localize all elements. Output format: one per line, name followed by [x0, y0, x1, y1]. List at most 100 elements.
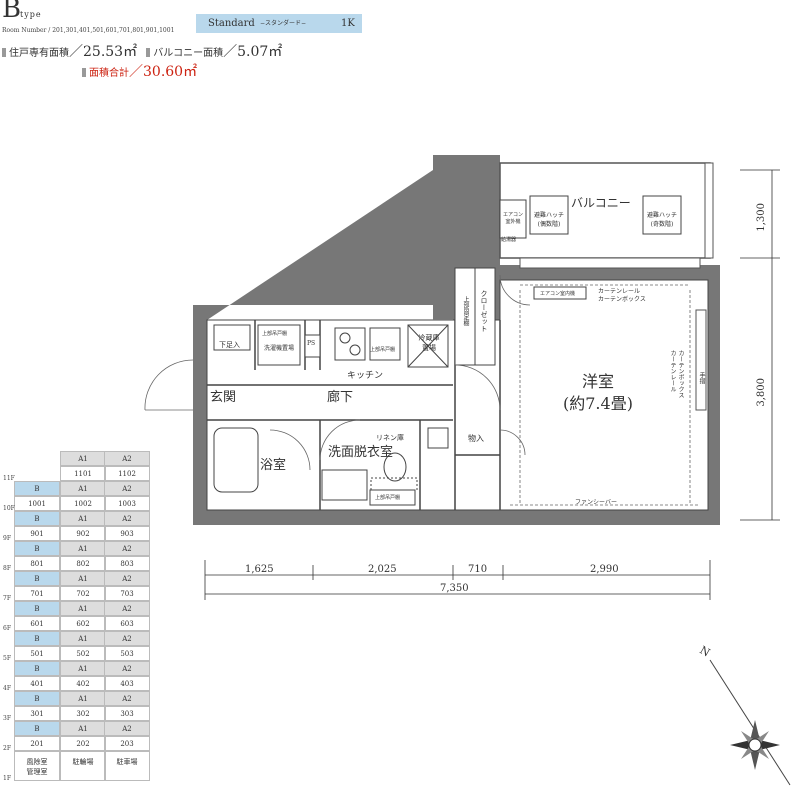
type-word: type [20, 10, 42, 19]
floor-type-cell: A2 [104, 481, 150, 496]
private-area-label: 住戸専有面積 [9, 48, 69, 59]
total-label: 面積合計 [89, 68, 129, 79]
floor-type-cell: A2 [104, 541, 150, 556]
floor-room-cell: 1102 [104, 466, 150, 481]
label-storage: 物入 [468, 434, 484, 443]
floor-type-cell: A1 [60, 481, 106, 496]
label-hatch-odd: 避難ハッチ(奇数階) [646, 212, 677, 228]
label-fancy-bar: ファンシーバー [575, 499, 617, 506]
floor-room-cell: 602 [60, 616, 106, 631]
floor-room-cell: 802 [60, 556, 106, 571]
floor-label: 4F [3, 685, 11, 692]
dimension-lines [204, 169, 780, 600]
floor-room-cell: 402 [60, 676, 106, 691]
label-linen: リネン庫 [376, 434, 404, 442]
floor-type-cell: A2 [104, 571, 150, 586]
floor-room-cell: 601 [14, 616, 60, 631]
floor-type-cell: B [14, 541, 60, 556]
label-upper-fixed-shelf: 上部固定棚 [462, 296, 469, 326]
label-bath: 浴室 [260, 458, 287, 473]
label-handrail: 手摺 [698, 372, 705, 384]
floor-type-cell: A2 [104, 601, 150, 616]
dim-1: 1,625 [245, 564, 274, 575]
dim-3: 710 [468, 564, 488, 575]
type-letter: B [2, 0, 22, 24]
floor-type-cell: A2 [104, 721, 150, 736]
label-corridor: 廊下 [327, 390, 354, 405]
label-curtain-rail: カーテンレール [598, 288, 641, 295]
floor-label: 2F [3, 745, 11, 752]
floor-room-cell: 303 [104, 706, 150, 721]
total-value: ／30.60㎡ [129, 64, 198, 80]
floor-room-cell: 803 [104, 556, 150, 571]
floor-type-cell: A1 [60, 541, 106, 556]
label-upper-shelf: 上部吊戸棚 [370, 347, 396, 353]
floor-type-cell: A2 [104, 631, 150, 646]
floor-type-cell: B [14, 721, 60, 736]
balcony-value: ／5.07㎡ [223, 44, 283, 60]
label-hatch-even: 避難ハッチ(偶数階) [533, 212, 564, 228]
floor-type-cell: B [14, 481, 60, 496]
floor-room-cell: 702 [60, 586, 106, 601]
label-shoes: 下足入 [219, 341, 240, 349]
floor-room-cell: 駐輪場 [60, 751, 106, 781]
floor-type-cell: B [14, 601, 60, 616]
label-ac-outdoor: エアコン室外機 [502, 212, 523, 225]
floor-label: 9F [3, 535, 11, 542]
floor-room-cell: 503 [104, 646, 150, 661]
floor-label: 8F [3, 565, 11, 572]
floor-room-cell: 701 [14, 586, 60, 601]
plan-badge: Standard −スタンダード− 1K [196, 14, 362, 33]
label-ps: PS [307, 340, 316, 347]
floor-room-cell: 202 [60, 736, 106, 751]
floor-room-cell: 903 [104, 526, 150, 541]
floor-room-cell: 501 [14, 646, 60, 661]
floor-type-cell: A1 [60, 571, 106, 586]
floor-room-cell: 1002 [60, 496, 106, 511]
floor-room-cell: 203 [104, 736, 150, 751]
floor-type-cell: A1 [60, 601, 106, 616]
compass [709, 659, 791, 786]
label-washroom: 洗面脱衣室 [328, 445, 394, 460]
floor-type-cell: B [14, 631, 60, 646]
label-upper-cabinet: 上部吊戸棚 [262, 331, 288, 337]
floor-type-cell: A2 [104, 511, 150, 526]
label-upper-cabinet-wash: 上部吊戸棚 [375, 495, 401, 501]
label-curtain-box-v: カーテンボックス [677, 350, 684, 398]
label-washer: 洗濯機置場 [264, 345, 295, 352]
floor-room-cell: 駐車場 [104, 751, 150, 781]
floor-type-cell: A1 [60, 631, 106, 646]
floor-type-cell: B [14, 691, 60, 706]
area-row: 住戸専有面積／25.53㎡ バルコニー面積／5.07㎡ [2, 41, 282, 61]
dim-2: 2,025 [368, 564, 397, 575]
floor-room-cell: 401 [14, 676, 60, 691]
label-fridge: 冷蔵庫置場 [418, 334, 440, 352]
floor-type-cell: A1 [60, 691, 106, 706]
floor-label: 11F [3, 475, 15, 482]
floor-type-cell: A1 [60, 511, 106, 526]
floor-room-cell: 901 [14, 526, 60, 541]
floor-type-cell: A1 [60, 451, 106, 466]
label-water-heater: 給湯器 [501, 237, 517, 243]
floor-type-cell: A2 [104, 661, 150, 676]
label-curtain-rail-v: カーテンレール [669, 350, 676, 392]
floor-room-cell: 301 [14, 706, 60, 721]
floor-label: 1F [3, 775, 11, 782]
floor-type-cell: A2 [104, 451, 150, 466]
floor-label: 7F [3, 595, 11, 602]
floor-room-cell: 703 [104, 586, 150, 601]
floor-label: 6F [3, 625, 11, 632]
label-balcony: バルコニー [571, 196, 631, 210]
floor-room-cell: 1001 [14, 496, 60, 511]
total-row: 面積合計／30.60㎡ [82, 61, 197, 81]
label-ac-indoor: エアコン室内機 [540, 291, 576, 297]
floor-room-cell: 603 [104, 616, 150, 631]
plan-sub: −スタンダード− [260, 20, 307, 27]
plan-name: Standard [208, 18, 255, 29]
floor-room-cell: 1003 [104, 496, 150, 511]
dim-4: 2,990 [590, 564, 619, 575]
floor-room-cell: 201 [14, 736, 60, 751]
dim-v1: 1,300 [756, 203, 767, 232]
floor-label: 3F [3, 715, 11, 722]
